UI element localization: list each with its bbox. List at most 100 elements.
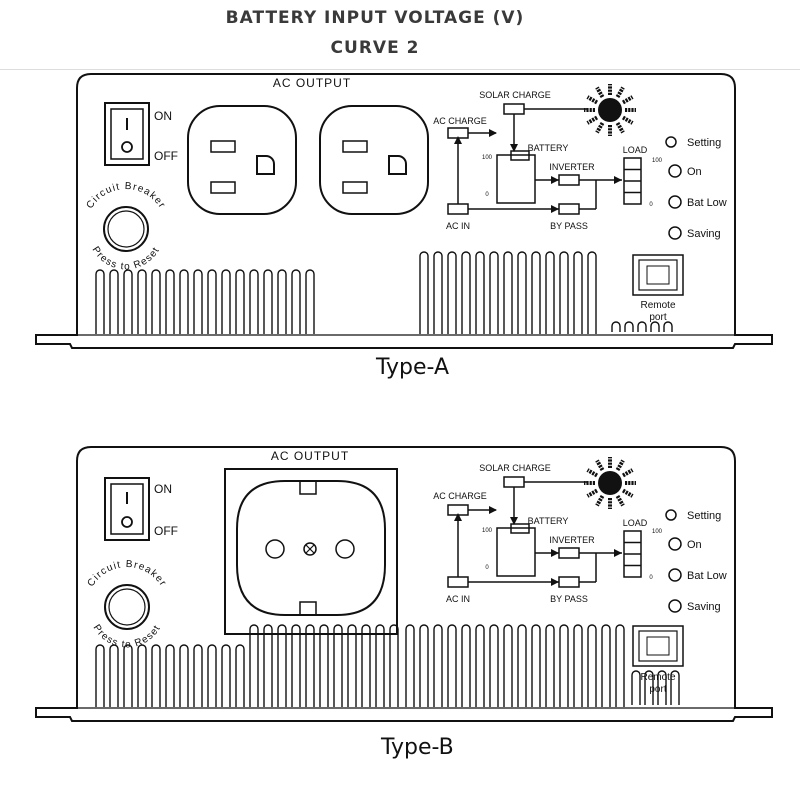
circuit-breaker[interactable] — [103, 206, 149, 252]
switch-on-label: ON — [154, 109, 172, 123]
vent-slot — [650, 321, 660, 332]
battery-scale-min: 0 — [485, 565, 489, 571]
led-bat-low-label: Bat Low — [687, 197, 727, 209]
vent-slot — [193, 269, 203, 334]
vent-slot — [333, 624, 343, 707]
vent-slot — [405, 624, 415, 707]
vent-slot — [461, 624, 471, 707]
ac-output-label: AC OUTPUT — [273, 76, 351, 90]
vent-slot — [151, 269, 161, 334]
vent-slot — [587, 624, 597, 707]
vent-slot — [137, 269, 147, 334]
sun-ray — [615, 459, 625, 472]
vent-slot — [644, 670, 654, 705]
led-setting — [665, 509, 677, 521]
vent-slot — [165, 644, 175, 707]
sun-ray — [586, 468, 599, 478]
sun-ray — [586, 115, 599, 125]
vent-slot — [624, 321, 634, 332]
vent-slot — [193, 644, 203, 707]
vent-slot — [179, 644, 189, 707]
type-b-label: Type-B — [381, 735, 454, 760]
led-setting — [665, 136, 677, 148]
vent-slot — [305, 624, 315, 707]
vent-slot — [657, 670, 667, 705]
vent-slot — [319, 624, 329, 707]
battery-scale-max: 100 — [482, 528, 493, 534]
load-label: LOAD — [623, 145, 648, 155]
sun-ray — [595, 121, 605, 134]
vent-slot — [249, 269, 259, 334]
vent-slot — [559, 624, 569, 707]
load-label: LOAD — [623, 518, 648, 528]
vent-slot — [277, 269, 287, 334]
remote-port-label-line2: port — [649, 312, 666, 323]
load-scale-max: 100 — [652, 529, 663, 535]
vent-slot — [419, 251, 429, 334]
ac-output-label: AC OUTPUT — [271, 449, 349, 463]
vent-slot — [235, 269, 245, 334]
vent-slot — [375, 624, 385, 707]
vent-slot — [123, 644, 133, 707]
vent-slot — [670, 670, 680, 705]
vent-slot — [447, 624, 457, 707]
sun-ray — [621, 468, 634, 478]
ac-charge-label: AC CHARGE — [433, 116, 487, 126]
switch-on-label: ON — [154, 482, 172, 496]
vent-slot — [179, 269, 189, 334]
vent-slot — [221, 269, 231, 334]
battery-label: BATTERY — [528, 143, 569, 153]
vent-slot — [503, 251, 513, 334]
sun-ray — [615, 121, 625, 134]
vent-slot — [573, 251, 583, 334]
vent-slot — [207, 644, 217, 707]
led-bat-low — [668, 568, 682, 582]
vent-slot — [419, 624, 429, 707]
vent-slot — [531, 251, 541, 334]
vent-slot — [291, 624, 301, 707]
vent-slot — [433, 624, 443, 707]
svg-text:Press to Reset: Press to Reset — [90, 245, 163, 273]
inverter-panel-type-b: AC OUTPUT ON OFF Circuit Breaker Press t… — [35, 446, 773, 722]
bypass-label: BY PASS — [550, 594, 588, 604]
load-scale-max: 100 — [652, 158, 663, 164]
vent-slots — [95, 251, 673, 334]
battery-label: BATTERY — [528, 516, 569, 526]
vent-slot — [461, 251, 471, 334]
vent-slot — [615, 624, 625, 707]
diagram-title: BATTERY INPUT VOLTAGE (V) — [225, 8, 525, 28]
schuko-outlet — [224, 468, 398, 635]
sun-ray — [586, 95, 599, 105]
vent-slot — [389, 624, 399, 707]
led-bat-low — [668, 195, 682, 209]
inverter-label: INVERTER — [549, 162, 595, 172]
breaker-bottom-label: Press to Reset — [90, 245, 161, 273]
vent-slot — [475, 624, 485, 707]
flow-arrows — [454, 506, 622, 586]
sun-ray — [621, 95, 634, 105]
led-saving — [668, 599, 682, 613]
type-a-label: Type-A — [376, 355, 450, 380]
flow-diagram — [447, 103, 642, 215]
led-on-label: On — [687, 166, 702, 178]
vent-slot — [489, 624, 499, 707]
vent-slot — [573, 624, 583, 707]
led-on — [668, 164, 682, 178]
led-setting-label: Setting — [687, 510, 721, 522]
ac-in-label: AC IN — [446, 594, 470, 604]
circuit-breaker[interactable] — [104, 584, 150, 630]
power-switch[interactable] — [104, 102, 150, 166]
vent-slot — [151, 644, 161, 707]
sun-icon — [584, 84, 636, 136]
bypass-label: BY PASS — [550, 221, 588, 231]
ac-in-label: AC IN — [446, 221, 470, 231]
remote-port[interactable] — [632, 254, 684, 296]
sun-ray — [595, 494, 605, 507]
sun-ray — [595, 86, 605, 99]
power-switch[interactable] — [104, 477, 150, 541]
vent-slot — [263, 624, 273, 707]
led-saving-label: Saving — [687, 601, 721, 613]
remote-port[interactable] — [632, 625, 684, 667]
solar-charge-label: SOLAR CHARGE — [479, 90, 551, 100]
inverter-label: INVERTER — [549, 535, 595, 545]
